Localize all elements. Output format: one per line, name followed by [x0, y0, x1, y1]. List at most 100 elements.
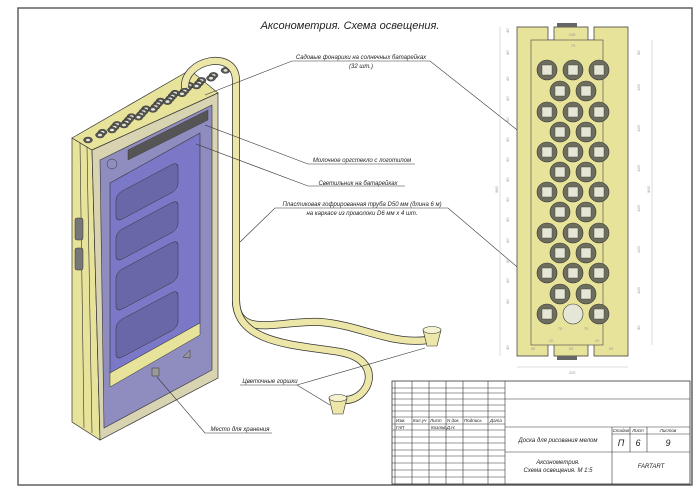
light-panel	[165, 100, 170, 103]
tb-header: Кол.уч	[413, 418, 427, 423]
light-panel	[580, 206, 592, 218]
corrugated-pipe	[181, 57, 442, 415]
light-panel	[136, 115, 141, 119]
dim-right: 120	[636, 125, 641, 132]
dim-gap: 20	[594, 338, 600, 343]
dim-bottom: 78	[584, 326, 589, 331]
light-panel	[580, 166, 592, 178]
light-panel	[554, 288, 566, 300]
light-panel	[580, 126, 592, 138]
dim-segment: 95	[531, 346, 536, 351]
light-panel	[541, 146, 553, 158]
dim-right: 120	[636, 287, 641, 294]
dim-left: 60	[505, 258, 510, 263]
dim-left: 60	[505, 137, 510, 142]
dim-bottom: 78	[558, 326, 563, 331]
light-panel	[580, 247, 592, 259]
dim-left: 40	[505, 345, 510, 350]
dim-total-width: 325	[569, 370, 576, 375]
light-panel	[580, 85, 592, 97]
tb-company: FARTART	[638, 464, 666, 470]
light-panel	[567, 267, 579, 279]
light-panel	[541, 308, 553, 320]
dim-segment: 95	[609, 346, 614, 351]
callout-storage: Место для хранения	[211, 427, 271, 433]
sheet-frame	[17, 7, 693, 486]
dim-spacing: 75	[571, 43, 576, 48]
top-garden-lights	[83, 67, 231, 144]
light-panel	[209, 76, 213, 80]
light-panel	[98, 133, 102, 137]
callouts: Садовые фонарики на солнечных батарейках…	[156, 54, 571, 434]
tb-stage: П	[618, 438, 625, 448]
callout-pipe: Пластиковая гофрированная труба D50 мм (…	[282, 202, 441, 208]
drawing-title: Аксонометрия. Схема освещения.	[260, 20, 440, 32]
tb-header: N док.	[447, 418, 460, 423]
light-panel	[541, 106, 553, 118]
light-panel	[541, 64, 553, 76]
dim-right: 90	[636, 50, 641, 55]
light-panel	[593, 308, 605, 320]
dim-right: 120	[636, 246, 641, 253]
dim-left: 60	[505, 157, 510, 162]
callout-flower-pots: Цветочные горшки	[242, 379, 298, 385]
light-panel	[593, 146, 605, 158]
light-panel	[180, 92, 184, 96]
dim-overall-height: 980	[494, 186, 499, 193]
light-panel	[593, 227, 605, 239]
callout-garden-lights: Садовые фонарики на солнечных батарейках	[296, 54, 427, 61]
dim-left: 60	[505, 217, 510, 222]
light-panel	[593, 267, 605, 279]
dim-left: 90	[505, 50, 510, 55]
dim-left: 60	[505, 117, 510, 122]
light-panel	[541, 227, 553, 239]
light-panel	[554, 206, 566, 218]
tb-stage-label: Стадия	[613, 428, 630, 433]
tb-sheets-label: Листов	[659, 428, 677, 433]
dim-left: 60	[505, 76, 510, 81]
dim-left: 60	[505, 238, 510, 243]
light-panel	[554, 166, 566, 178]
light-panel	[110, 128, 114, 132]
title-block: Изм. Кол.уч Лист N док. Подпись Дата ГАП…	[391, 380, 691, 485]
dim-segment: 95	[569, 346, 574, 351]
tb-header: Подпись	[464, 418, 482, 423]
light-panel	[122, 123, 126, 127]
light-panel	[567, 227, 579, 239]
light-panel	[567, 186, 579, 198]
light-panel	[151, 108, 155, 111]
light-panel	[541, 186, 553, 198]
light-panel	[86, 138, 90, 142]
tb-sheet-label: Лист	[631, 428, 644, 433]
callout-garden-lights-count: (32 шт.)	[349, 64, 373, 70]
tb-header: Изм.	[396, 418, 406, 423]
dim-right: 120	[636, 165, 641, 172]
dim-left: 60	[505, 96, 510, 101]
tb-sheet-title: Аксонометрия.	[535, 460, 580, 466]
dim-gap: 20	[548, 338, 554, 343]
callout-battery-lamp: Светильник на батарейках	[318, 180, 398, 187]
light-panel	[223, 69, 228, 72]
dim-right: 90	[636, 325, 641, 330]
light-panel	[194, 84, 199, 88]
light-panel	[541, 267, 553, 279]
tb-header: Дата	[489, 418, 502, 423]
dim-left: 60	[505, 177, 510, 182]
light-panel	[554, 247, 566, 259]
light-panel	[567, 64, 579, 76]
battery-lamp-plan	[562, 303, 584, 325]
light-panel	[567, 106, 579, 118]
tb-header: Лист	[429, 418, 442, 423]
dim-right: 120	[636, 84, 641, 91]
storage-compartment	[151, 367, 160, 377]
tb-role: ГАП	[396, 425, 405, 430]
light-panel	[554, 85, 566, 97]
light-panel	[567, 146, 579, 158]
tb-sheet: 6	[635, 438, 640, 448]
callout-plexiglass: Молочное оргстекло с логотипом	[313, 158, 411, 164]
dim-top-width: 245	[568, 32, 576, 37]
callout-pipe-frame: на каркасе из проволоки D6 мм х 4 шт.	[307, 211, 418, 217]
tb-project: Доска для рисования мелом	[518, 438, 598, 444]
tb-sheet-title-2: Схема освещения. М 1:5	[524, 468, 594, 474]
